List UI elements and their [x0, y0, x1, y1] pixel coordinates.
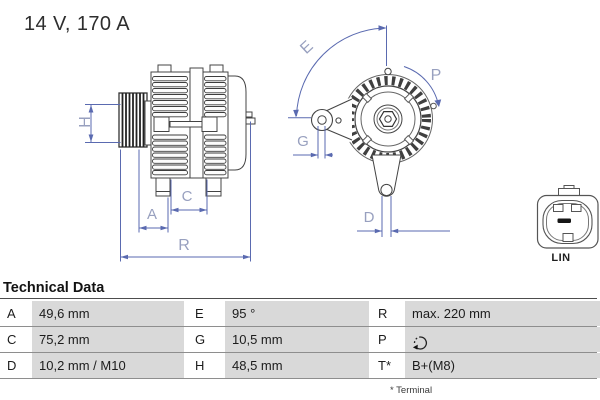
alternator-front-view: E P G	[288, 25, 450, 237]
hub	[354, 85, 422, 153]
dim-value-T: B+(M8)	[405, 353, 600, 378]
dimension-E	[288, 25, 387, 119]
dimension-D	[357, 196, 450, 237]
dim-value-H: 48,5 mm	[225, 353, 369, 378]
dim-key-T: T*	[369, 353, 405, 378]
pulley	[118, 92, 148, 148]
table-heading: Technical Data	[3, 280, 105, 296]
table-rows: A 49,6 mm E 95 ° R max. 220 mm C 75,2 mm…	[0, 301, 600, 379]
dim-label-P: P	[431, 67, 442, 84]
dim-value-P	[405, 327, 600, 352]
dim-key-P: P	[369, 327, 405, 352]
dim-label-E: E	[297, 38, 316, 58]
dim-key-G: G	[184, 327, 225, 352]
mounting-arm	[310, 97, 353, 143]
dim-label-H: H	[77, 116, 94, 128]
dim-key-D: D	[0, 353, 32, 378]
dim-value-A: 49,6 mm	[32, 301, 184, 326]
connector-label: LIN	[551, 252, 570, 264]
dim-label-C: C	[182, 188, 193, 205]
dimension-P	[403, 66, 442, 107]
dim-value-G: 10,5 mm	[225, 327, 369, 352]
dim-label-A: A	[147, 206, 157, 223]
dim-label-R: R	[178, 237, 190, 254]
connector-pin	[557, 218, 571, 223]
side-tab-hole	[430, 102, 437, 110]
dim-key-E: E	[184, 301, 225, 326]
dim-label-G: G	[297, 133, 309, 150]
table-row: A 49,6 mm E 95 ° R max. 220 mm	[0, 301, 600, 326]
dim-value-D: 10,2 mm / M10	[32, 353, 184, 378]
heading-rule: Technical Data	[0, 278, 597, 299]
dimension-A	[138, 149, 169, 233]
technical-drawing: H A C	[77, 25, 599, 264]
table-row: D 10,2 mm / M10 H 48,5 mm T* B+(M8)	[0, 352, 600, 378]
dim-key-R: R	[369, 301, 405, 326]
dim-value-C: 75,2 mm	[32, 327, 184, 352]
page-title: 14 V, 170 A	[24, 13, 130, 35]
dim-label-D: D	[364, 209, 375, 226]
dim-key-A: A	[0, 301, 32, 326]
dimension-G	[293, 126, 333, 159]
dimension-R	[120, 121, 251, 262]
alternator-side-view: H A C	[77, 64, 256, 262]
dim-value-R: max. 220 mm	[405, 301, 600, 326]
dim-key-C: C	[0, 327, 32, 352]
rotation-direction-icon	[412, 335, 428, 350]
dim-key-H: H	[184, 353, 225, 378]
top-tab-hole	[384, 67, 392, 76]
mounting-lugs	[155, 177, 222, 197]
table-footnote: * Terminal	[390, 385, 433, 396]
bottom-lug	[371, 154, 402, 197]
end-cap	[227, 75, 247, 171]
dimension-C	[170, 179, 208, 215]
dimension-H	[85, 104, 121, 143]
dim-value-E: 95 °	[225, 301, 369, 326]
technical-data-table: Technical Data A 49,6 mm E 95 ° R max. 2…	[0, 278, 600, 396]
connector-detail: LIN	[536, 185, 599, 264]
table-row: C 75,2 mm G 10,5 mm P	[0, 326, 600, 352]
through-bolt-band	[153, 116, 218, 132]
